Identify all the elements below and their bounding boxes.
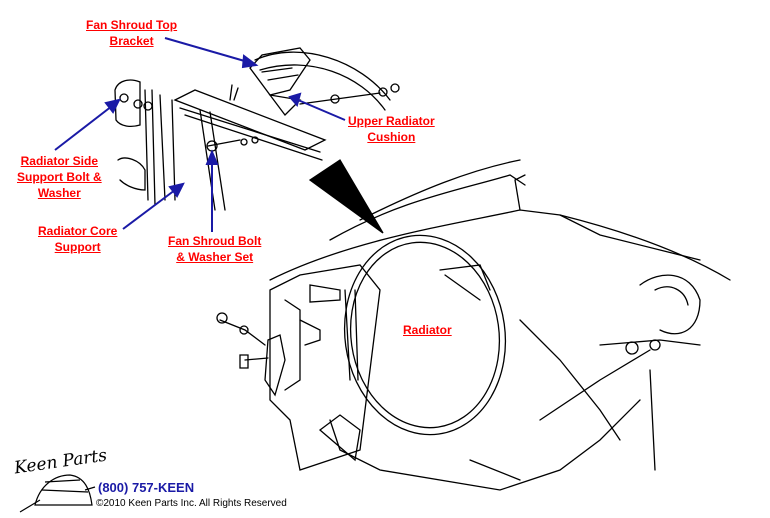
label-line: Support [54,240,101,254]
arrow-radiator-side-support [54,98,121,151]
side-bolt [119,93,129,103]
label-line: Radiator Core [38,224,118,238]
label-line: & Washer Set [176,250,254,264]
copyright: ©2010 Keen Parts Inc. All Rights Reserve… [96,498,287,509]
phone-number: (800) 757-KEEN [98,480,195,495]
label-upper-radiator-cushion[interactable]: Upper Radiator Cushion [348,113,435,145]
label-radiator-core-support[interactable]: Radiator Core Support [38,223,117,255]
label-line: Washer [37,186,81,200]
pointer-triangle [308,159,384,234]
label-line: Fan Shroud Top [86,18,178,32]
side-washer [133,99,143,109]
arrow-fan-shroud-bolt [205,149,219,232]
label-line: Upper Radiator [348,114,435,128]
label-radiator-side-support-bolt-washer[interactable]: Radiator Side Support Bolt & Washer [17,153,102,201]
label-line: Fan Shroud Bolt [168,234,262,248]
label-line: Cushion [367,130,416,144]
label-line: Radiator [403,323,452,337]
label-line: Radiator Side [20,154,98,168]
label-fan-shroud-bolt-washer-set[interactable]: Fan Shroud Bolt & Washer Set [168,233,261,265]
upper-cushion [268,94,302,116]
radiator-ring [343,234,507,436]
fan-shroud [269,264,381,471]
label-radiator[interactable]: Radiator [403,322,452,338]
arrow-upper-radiator-cushion [288,92,346,121]
label-line: Bracket [109,34,154,48]
side-support-bracket [114,79,141,127]
arrow-fan-shroud-top-bracket [164,37,259,69]
label-fan-shroud-top-bracket[interactable]: Fan Shroud Top Bracket [86,17,177,49]
label-line: Support Bolt & [17,170,102,184]
arrow-radiator-core-support [122,182,185,230]
